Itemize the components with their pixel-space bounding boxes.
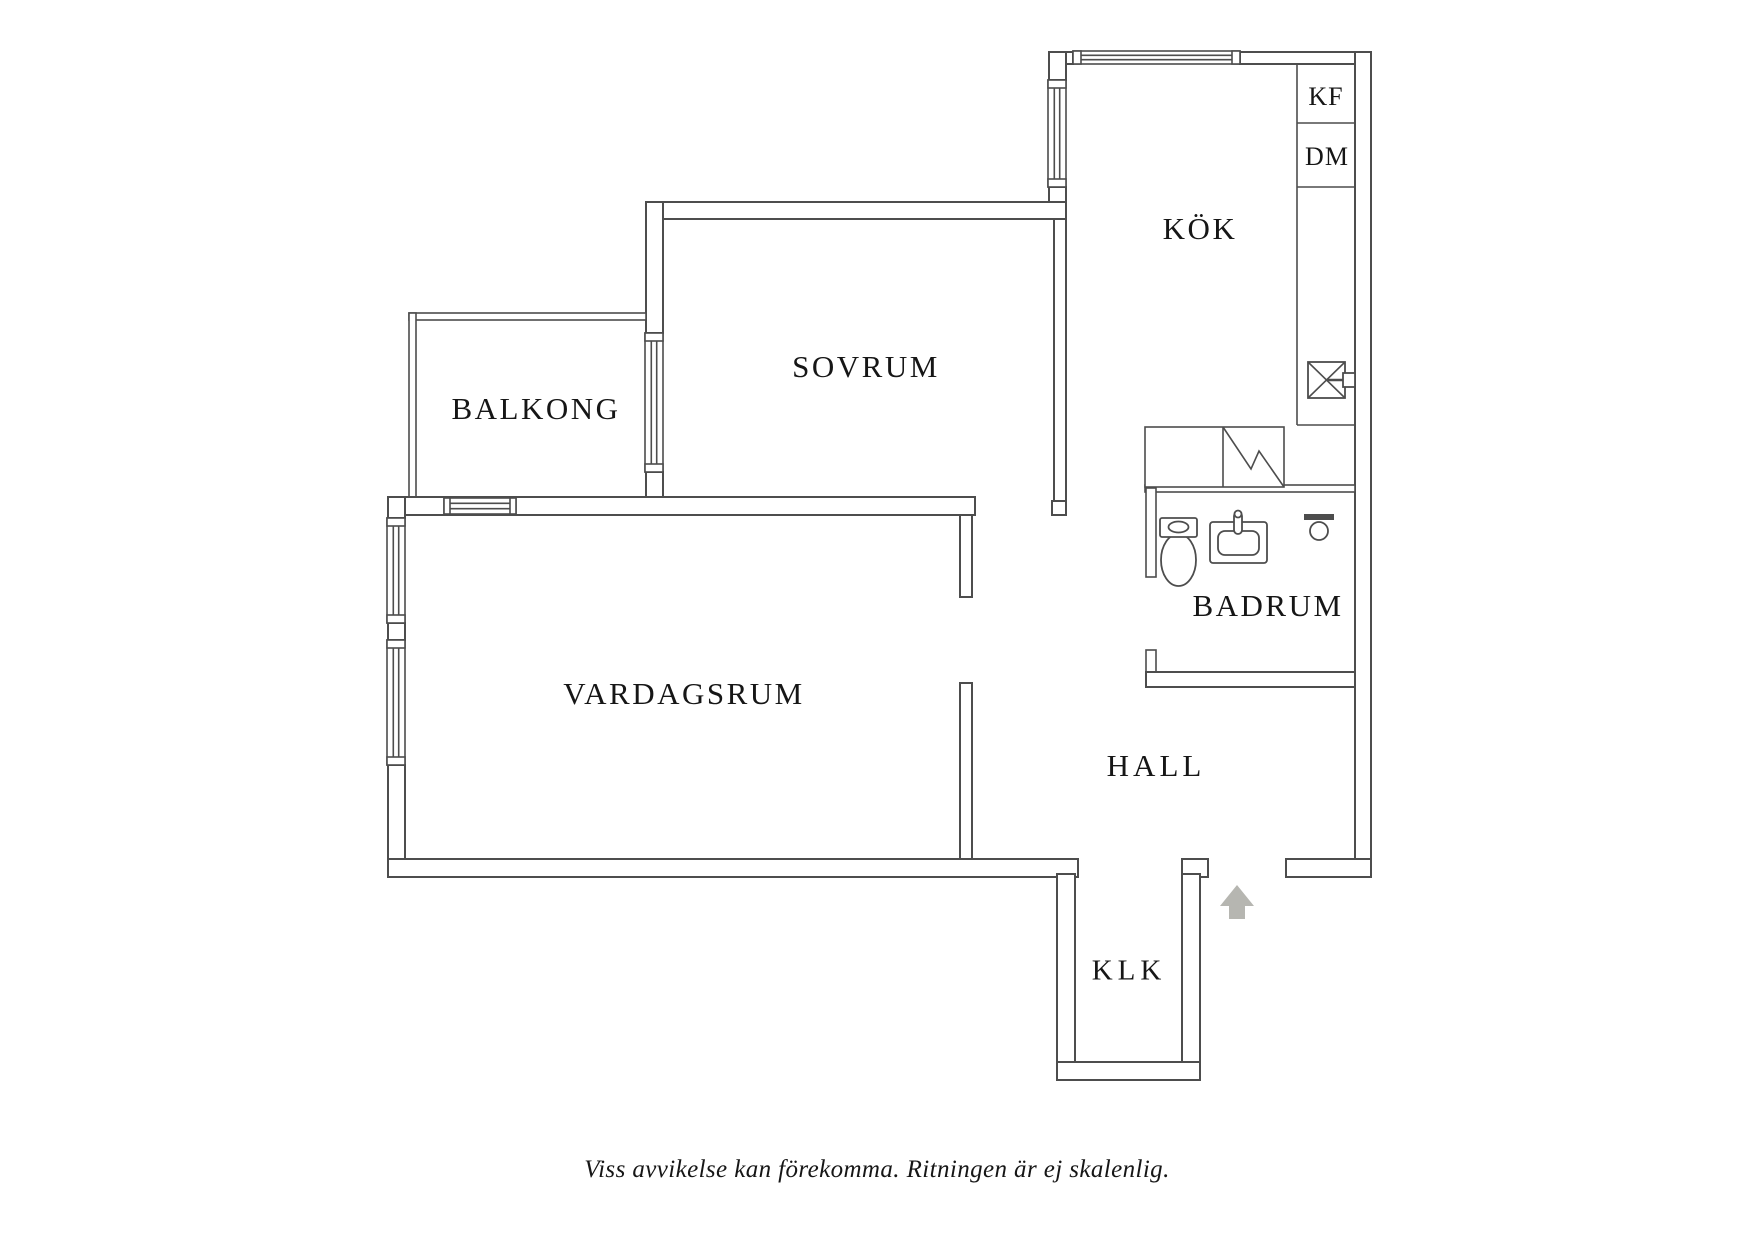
windows (386, 50, 1241, 766)
room-label-klk: KLK (1091, 954, 1167, 987)
wall (1145, 671, 1356, 688)
room-label-sovrum: SOVRUM (792, 349, 940, 384)
wall (1285, 858, 1372, 878)
wall (387, 622, 406, 641)
wall (1048, 51, 1067, 81)
room-label-balkong: BALKONG (451, 391, 621, 426)
balcony-wall (408, 312, 417, 498)
wall (959, 514, 973, 598)
room-label-dm: DM (1305, 142, 1349, 171)
klk-wall (1181, 873, 1201, 1081)
wall (1354, 51, 1372, 878)
window-icon (386, 517, 406, 624)
balcony-wall (408, 312, 647, 321)
wall (387, 496, 406, 519)
walls (387, 51, 1372, 1081)
room-label-kf: KF (1308, 82, 1344, 111)
appliance-zigzag-icon (1144, 426, 1285, 488)
wall (1053, 218, 1067, 502)
klk-wall (1056, 1061, 1201, 1081)
window-icon (443, 497, 517, 515)
room-label-hall: HALL (1106, 748, 1206, 783)
wall (1239, 51, 1372, 65)
room-label-vardagsrum: VARDAGSRUM (563, 676, 805, 711)
shower-icon (1304, 514, 1334, 541)
wall (645, 201, 1067, 220)
wall (645, 201, 664, 334)
washbasin-icon (1209, 509, 1268, 564)
disclaimer-caption: Viss avvikelse kan förekomma. Ritningen … (584, 1156, 1170, 1183)
toilet-icon (1159, 517, 1198, 587)
room-label-kok: KÖK (1162, 211, 1238, 246)
wall (959, 682, 973, 860)
entrance-arrow-icon (1220, 885, 1254, 919)
window-icon (1072, 50, 1241, 65)
window-icon (386, 639, 406, 766)
wall (387, 858, 1079, 878)
bathroom-fixtures (1159, 509, 1334, 587)
klk-wall (1056, 873, 1076, 1081)
room-label-badrum: BADRUM (1192, 588, 1344, 623)
window-icon (1047, 79, 1067, 188)
kitchen-sink-icon (1307, 361, 1356, 399)
window-icon (644, 332, 664, 473)
wall (1051, 500, 1067, 516)
wall (1145, 487, 1157, 578)
kitchen-fixtures (1144, 64, 1356, 488)
